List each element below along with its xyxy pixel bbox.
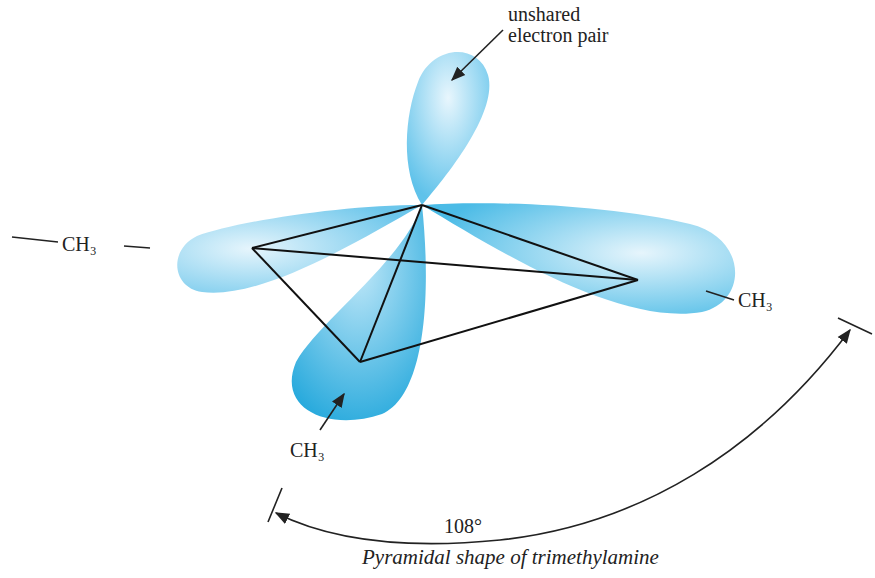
- group-label: CH₃: [290, 440, 325, 461]
- figure-caption: Pyramidal shape of trimethylamine: [362, 546, 659, 568]
- leader-arrow: [452, 30, 503, 80]
- group-label: CH₃: [738, 290, 773, 311]
- angle-arc: [276, 330, 850, 544]
- angle-tick: [268, 488, 282, 522]
- angle-tick: [838, 318, 872, 334]
- tetrahedron-outline: [252, 205, 638, 362]
- note-label: unshared electron pair: [508, 4, 618, 46]
- leader-arrow: [320, 394, 344, 430]
- bond-line: [12, 237, 58, 242]
- bond-line: [124, 246, 150, 248]
- group-label: CH₃: [62, 234, 97, 255]
- orbital-lobe: [407, 52, 490, 205]
- bond-line: [706, 291, 734, 300]
- angle-label: 108°: [440, 516, 486, 537]
